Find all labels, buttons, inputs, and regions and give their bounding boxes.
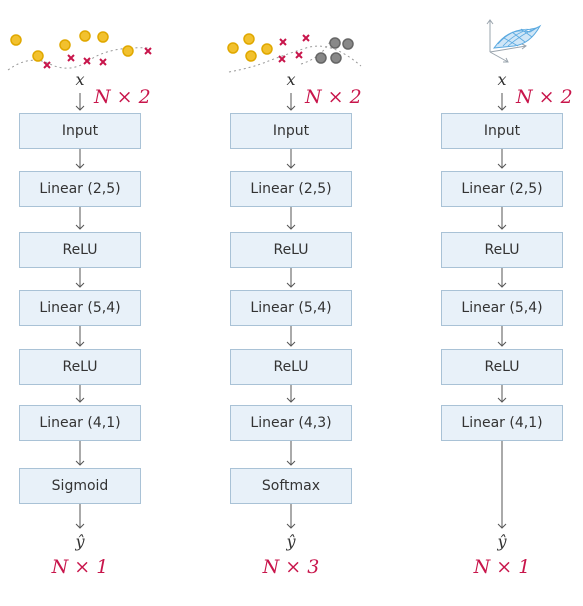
block-relu-2: ReLU bbox=[441, 349, 563, 385]
output-shape-label: N × 1 bbox=[473, 556, 531, 578]
input-variable: x bbox=[497, 70, 507, 89]
network-column-binary: x N × 2 Input Linear (2,5) ReLU Linear (… bbox=[0, 0, 160, 606]
output-shape-label: N × 3 bbox=[262, 556, 320, 578]
block-linear-2: Linear (5,4) bbox=[230, 290, 352, 326]
input-shape-label: N × 2 bbox=[94, 86, 151, 108]
regression-surface-3d-icon bbox=[486, 19, 542, 63]
block-linear-1: Linear (2,5) bbox=[19, 171, 141, 207]
block-linear-3: Linear (4,1) bbox=[441, 405, 563, 441]
input-shape-label: N × 2 bbox=[305, 86, 362, 108]
output-variable: ŷ bbox=[497, 532, 507, 551]
binary-classification-scatter-icon bbox=[7, 30, 152, 71]
block-input: Input bbox=[19, 113, 141, 149]
multiclass-classification-scatter-icon bbox=[227, 33, 362, 73]
input-shape-label: N × 2 bbox=[516, 86, 573, 108]
block-relu-2: ReLU bbox=[19, 349, 141, 385]
block-input: Input bbox=[230, 113, 352, 149]
output-shape-label: N × 1 bbox=[51, 556, 109, 578]
block-sigmoid: Sigmoid bbox=[19, 468, 141, 504]
output-variable: ŷ bbox=[75, 532, 85, 551]
block-relu-1: ReLU bbox=[19, 232, 141, 268]
block-relu-2: ReLU bbox=[230, 349, 352, 385]
network-column-multiclass: x N × 2 Input Linear (2,5) ReLU Linear (… bbox=[211, 0, 371, 606]
block-linear-2: Linear (5,4) bbox=[441, 290, 563, 326]
block-linear-3: Linear (4,1) bbox=[19, 405, 141, 441]
block-linear-1: Linear (2,5) bbox=[230, 171, 352, 207]
output-variable: ŷ bbox=[286, 532, 296, 551]
input-variable: x bbox=[75, 70, 85, 89]
block-input: Input bbox=[441, 113, 563, 149]
block-relu-1: ReLU bbox=[230, 232, 352, 268]
block-linear-1: Linear (2,5) bbox=[441, 171, 563, 207]
network-column-regression: x N × 2 Input Linear (2,5) ReLU Linear (… bbox=[422, 0, 582, 606]
block-softmax: Softmax bbox=[230, 468, 352, 504]
block-linear-2: Linear (5,4) bbox=[19, 290, 141, 326]
block-linear-3: Linear (4,3) bbox=[230, 405, 352, 441]
input-variable: x bbox=[286, 70, 296, 89]
block-relu-1: ReLU bbox=[441, 232, 563, 268]
